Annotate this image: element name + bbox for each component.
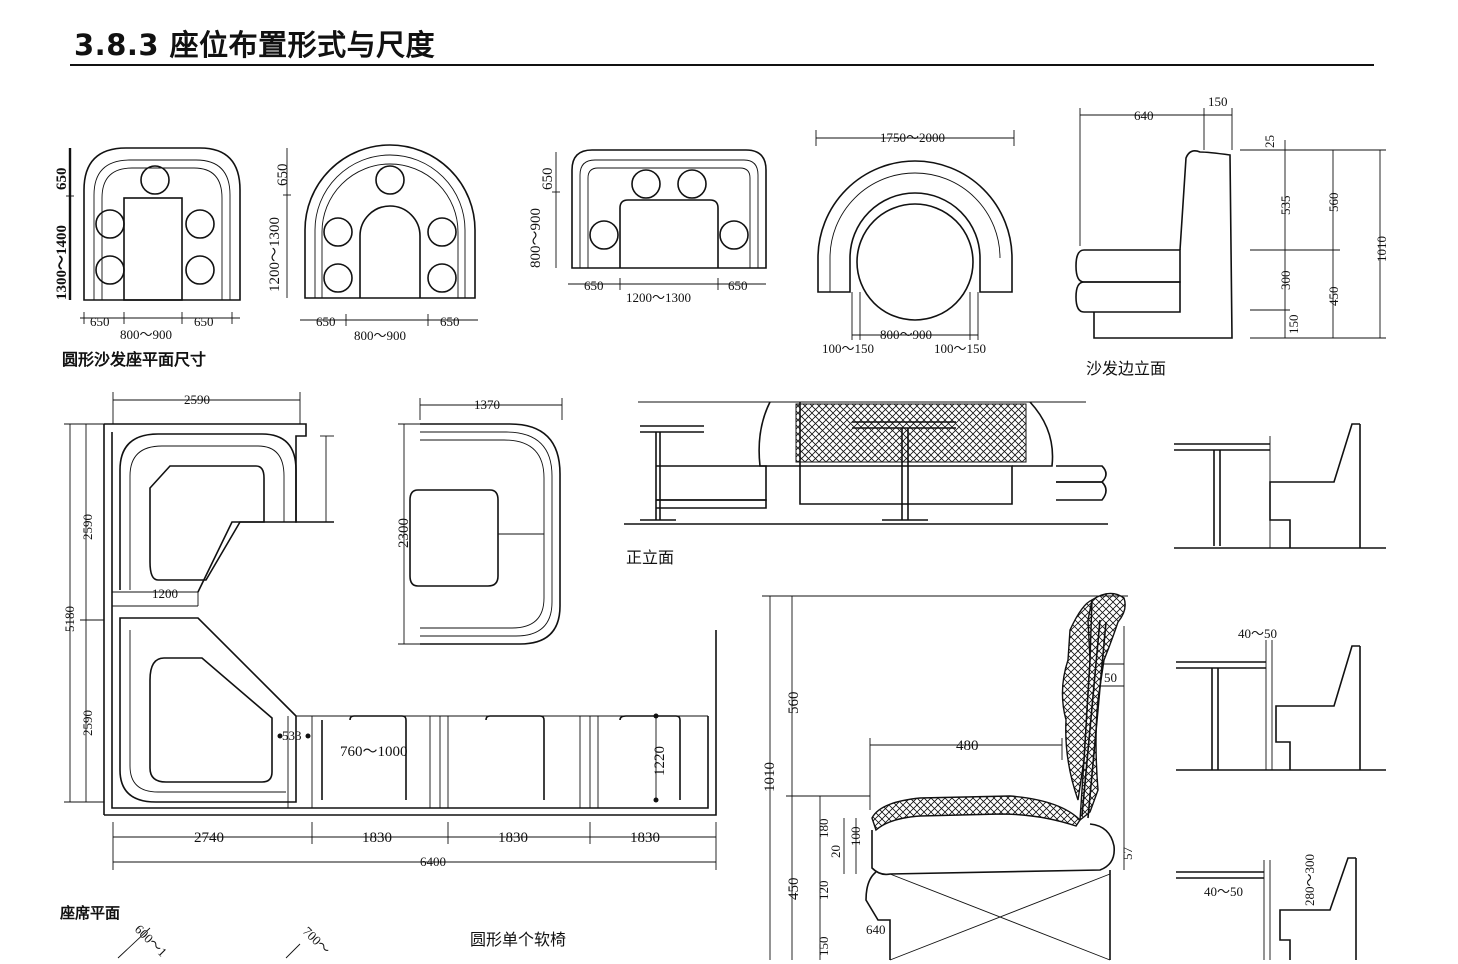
profile-elevation-1 — [1174, 423, 1386, 549]
dim-d2-back: 650 — [275, 164, 291, 187]
plan-u-sofa-small — [398, 398, 563, 645]
caption-round-sofa-plan: 圆形沙发座平面尺寸 — [62, 350, 207, 369]
cutoff-chair-plans — [117, 927, 301, 959]
caption-seating-plan: 座席平面 — [60, 904, 121, 922]
dim-cut-700: 700～ — [300, 924, 334, 958]
dim-side-depth: 640 — [1134, 108, 1154, 123]
dim-detail-20: 20 — [828, 845, 843, 858]
section-title: 3.8.3 座位布置形式与尺度 — [74, 28, 436, 62]
title-underline — [70, 64, 1374, 66]
plan-u-sofa-1 — [66, 147, 241, 324]
front-elevation — [624, 401, 1108, 525]
sofa-side-elevation — [1075, 108, 1386, 339]
dim-plan-1200: 1200 — [152, 586, 178, 601]
dim-d1-back: 650 — [54, 168, 70, 191]
dim-detail-150: 150 — [816, 937, 831, 957]
dim-d3-total: 800～900 — [528, 208, 544, 268]
dim-plan-6400: 6400 — [420, 854, 446, 869]
dim-detail-560: 560 — [786, 692, 802, 715]
dim-d1-right: 650 — [194, 314, 214, 329]
dim-d2-right: 650 — [440, 314, 460, 329]
plan-arch-sofa-2 — [283, 144, 478, 326]
dim-d4-mid: 800～900 — [880, 327, 932, 342]
dim-d1-mid: 800～900 — [120, 327, 172, 342]
dim-d3-back: 650 — [540, 168, 556, 191]
dim-detail-480: 480 — [956, 738, 979, 754]
dim-detail-100: 100 — [848, 827, 863, 847]
seating-plan-large — [64, 392, 717, 870]
dim-d4-total: 1750～2000 — [880, 130, 945, 145]
caption-sofa-side-elevation: 沙发边立面 — [1086, 359, 1167, 378]
dim-detail-120: 120 — [816, 881, 831, 901]
dim-plan-2300: 2300 — [396, 518, 412, 548]
dim-side-560: 560 — [1326, 193, 1341, 213]
dim-detail-640: 640 — [866, 922, 886, 937]
dim-plan-2590-v1: 2590 — [80, 514, 95, 540]
dim-side-25: 25 — [1262, 135, 1277, 148]
sofa-section-detail — [762, 592, 1128, 961]
dim-d2-left: 650 — [316, 314, 336, 329]
dim-side-450: 450 — [1326, 287, 1341, 307]
dim-detail-57: 57 — [1120, 847, 1135, 861]
profile-elevation-3 — [1176, 857, 1357, 960]
dim-detail-180: 180 — [816, 819, 831, 839]
dimension-labels: 1300～1400 650 650 800～900 650 1200～1300 … — [54, 94, 1389, 960]
dim-plan-1220: 1220 — [652, 746, 668, 776]
dim-d3-mid: 1200～1300 — [626, 290, 691, 305]
dim-detail-450: 450 — [786, 878, 802, 901]
dim-detail-1010: 1010 — [762, 762, 778, 792]
dim-side-535: 535 — [1278, 196, 1293, 216]
dim-side-300: 300 — [1278, 271, 1293, 291]
dim-right-40-50-a: 40～50 — [1238, 626, 1277, 641]
dim-plan-5180: 5180 — [62, 606, 77, 632]
dim-detail-50: 50 — [1104, 670, 1117, 685]
caption-round-single-chair: 圆形单个软椅 — [470, 930, 567, 949]
dim-right-40-50-b: 40～50 — [1204, 884, 1243, 899]
dim-plan-1830-c: 1830 — [630, 830, 660, 846]
profile-elevation-2 — [1176, 640, 1386, 771]
dim-d3-right: 650 — [728, 278, 748, 293]
dim-d1-left: 650 — [90, 314, 110, 329]
dim-d4-right: 100～150 — [934, 341, 986, 356]
caption-front-elevation: 正立面 — [626, 548, 675, 567]
dim-side-top: 150 — [1208, 94, 1228, 109]
plan-wide-sofa-3 — [552, 149, 767, 290]
dim-right-280-300: 280～300 — [1302, 854, 1317, 906]
dim-plan-2740: 2740 — [194, 830, 224, 846]
dim-plan-533: 533 — [282, 728, 302, 743]
dim-d3-left: 650 — [584, 278, 604, 293]
dim-d1-total: 1300～1400 — [54, 225, 70, 300]
dim-plan-760-1000: 760～1000 — [340, 744, 408, 760]
dim-cut-600: 600～1 — [132, 922, 170, 960]
dim-plan-2590-top: 2590 — [184, 392, 210, 407]
dim-plan-1830-b: 1830 — [498, 830, 528, 846]
plan-round-sofa-4 — [815, 130, 1015, 340]
dim-d2-total: 1200～1300 — [267, 217, 283, 292]
dim-plan-2590-v2: 2590 — [80, 710, 95, 736]
dim-side-1010: 1010 — [1374, 236, 1389, 262]
dim-plan-1370: 1370 — [474, 397, 500, 412]
dim-plan-1830-a: 1830 — [362, 830, 392, 846]
dim-side-150: 150 — [1286, 315, 1301, 335]
dim-d2-mid: 800～900 — [354, 328, 406, 343]
dim-d4-left: 100～150 — [822, 341, 874, 356]
